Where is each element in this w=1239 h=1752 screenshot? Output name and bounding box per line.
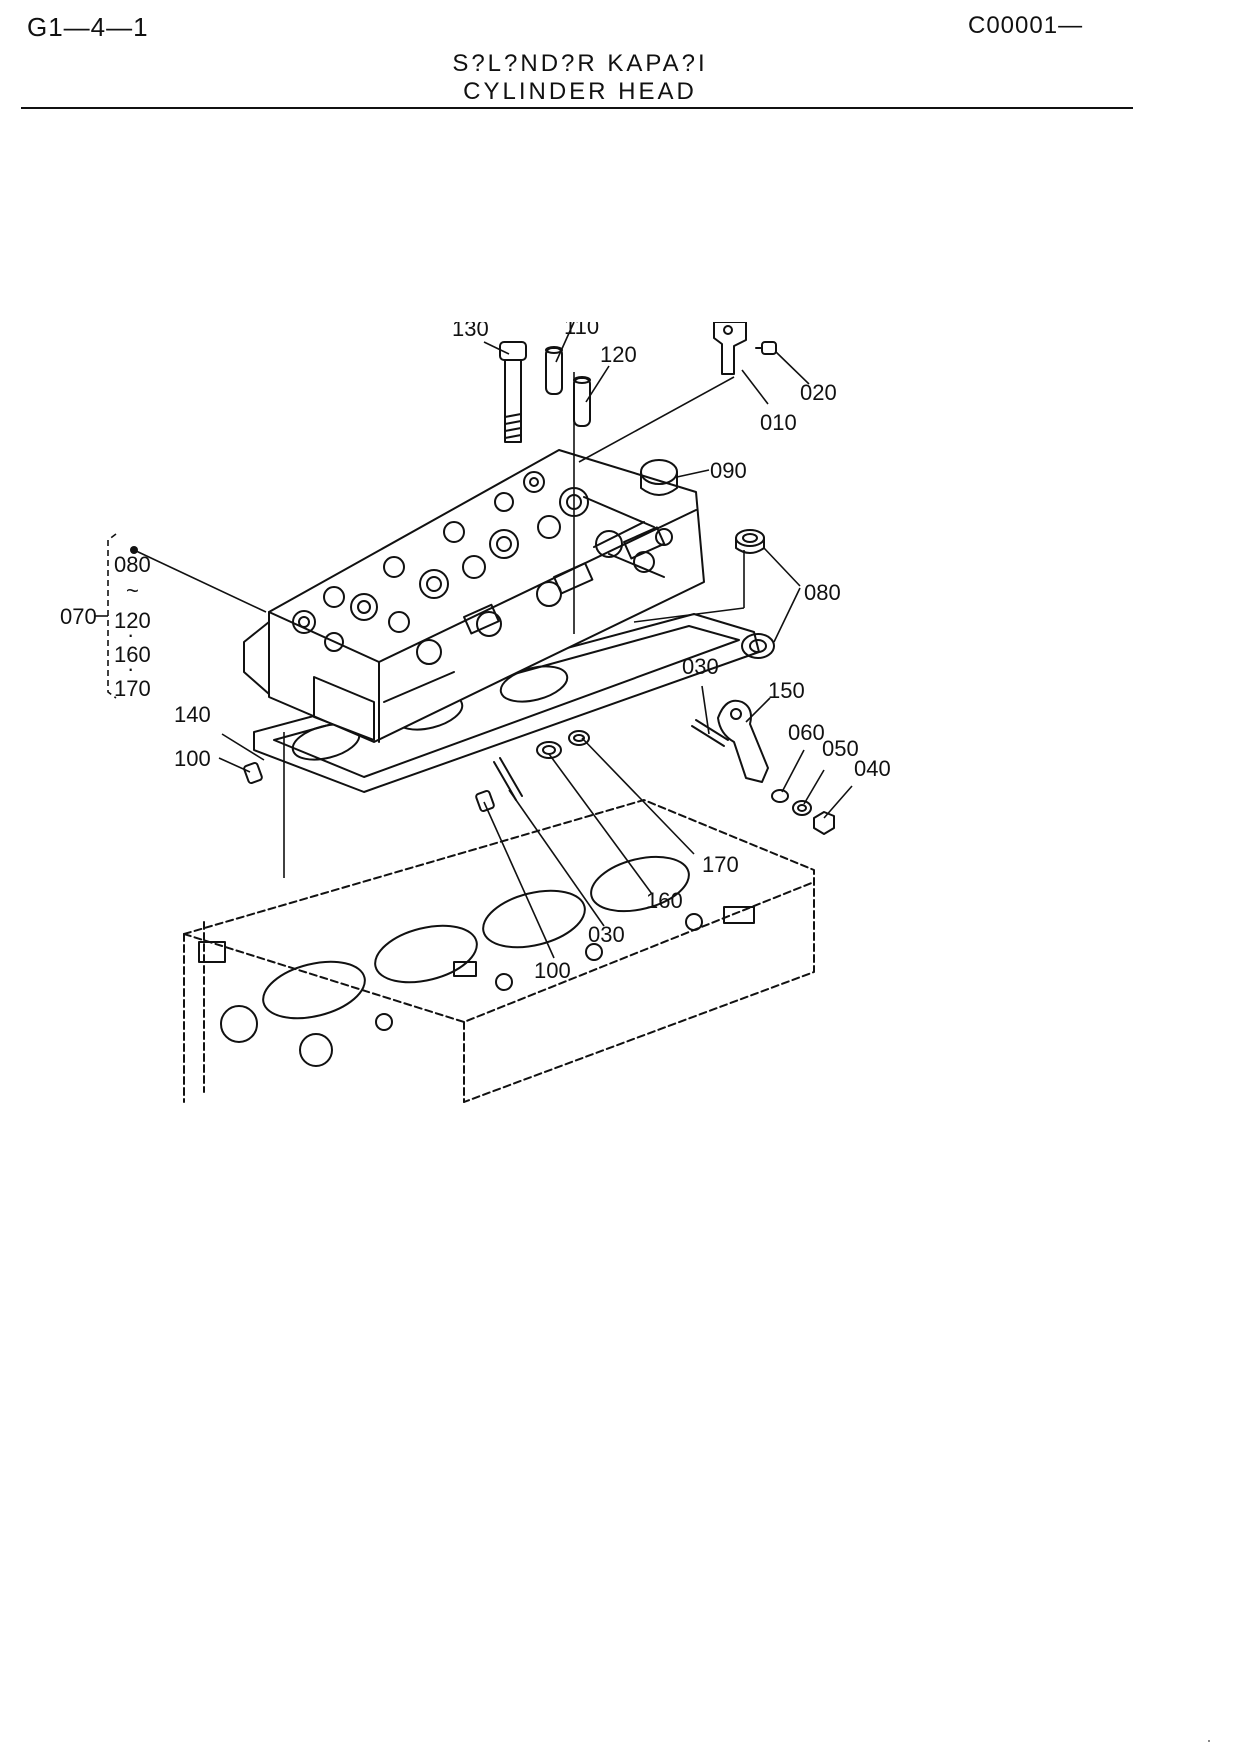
engine-block-drawing [183, 799, 815, 1103]
callout-140: 140 [174, 702, 211, 727]
callout-010: 010 [760, 410, 797, 435]
hook-010-drawing [713, 322, 747, 375]
callout-060: 060 [788, 720, 825, 745]
exploded-parts-diagram: 130 110 120 020 010 090 080 030 150 060 … [60, 322, 891, 1103]
cylinder-head-ports [292, 471, 673, 665]
callout-030-right: 030 [682, 654, 719, 679]
group-anchor-dot [130, 546, 138, 554]
stud-030-lower-drawing [493, 757, 523, 801]
title-english: CYLINDER HEAD [463, 78, 697, 105]
group-member-170: 170 [114, 676, 151, 701]
title-local: S?L?ND?R KAPA?I [452, 50, 708, 77]
callout-080: 080 [804, 580, 841, 605]
dowel-100-lower-drawing [475, 789, 495, 813]
washer-050-drawing [792, 800, 812, 816]
seal-080-upper-drawing [735, 529, 765, 554]
leader-lines [133, 322, 853, 959]
assembly-group-070: 070 080 ~ 120 · 160 · 170 [60, 533, 151, 701]
group-member-160: 160 [114, 642, 151, 667]
callout-020: 020 [800, 380, 837, 405]
callout-labels: 130 110 120 020 010 090 080 030 150 060 … [174, 322, 891, 983]
bolt-020-drawing [755, 341, 777, 355]
plug-090-drawing [640, 459, 678, 496]
nut-040-drawing [813, 811, 835, 835]
group-label-070: 070 [60, 604, 97, 629]
group-member-dot-1: · [127, 622, 134, 647]
group-member-dot-2: · [127, 656, 134, 681]
callout-110: 110 [564, 322, 599, 339]
header-rule [21, 107, 1133, 109]
dowel-100-left-drawing [243, 761, 263, 785]
title-block: S?L?ND?R KAPA?I CYLINDER HEAD [0, 50, 1160, 106]
callout-130: 130 [452, 322, 489, 341]
callout-160: 160 [646, 888, 683, 913]
callout-170: 170 [702, 852, 739, 877]
bracket-150-drawing [717, 699, 769, 783]
group-member-120: 120 [114, 608, 151, 633]
page-id: G1—4—1 [27, 12, 149, 42]
group-member-tilde: ~ [126, 578, 139, 603]
stud-030-drawing [691, 719, 729, 747]
callout-050: 050 [822, 736, 859, 761]
sleeve-120-drawing [573, 376, 591, 427]
head-bolt-drawing [499, 341, 527, 443]
callout-030-lower: 030 [588, 922, 625, 947]
washer-060-drawing [771, 789, 789, 803]
corner-speck [1208, 1740, 1210, 1742]
seal-080-lower-drawing [741, 633, 775, 659]
callout-040: 040 [854, 756, 891, 781]
engine-block-bores [198, 855, 755, 1067]
callout-120: 120 [600, 342, 637, 367]
callout-150: 150 [768, 678, 805, 703]
callout-100-left: 100 [174, 746, 211, 771]
ring-170-drawing [568, 730, 590, 746]
callout-090: 090 [710, 458, 747, 483]
catalog-code: C00001— [968, 12, 1084, 39]
cylinder-head-drawing [243, 449, 705, 743]
group-member-080: 080 [114, 552, 151, 577]
ring-160-drawing [536, 741, 562, 759]
callout-100-lower: 100 [534, 958, 571, 983]
